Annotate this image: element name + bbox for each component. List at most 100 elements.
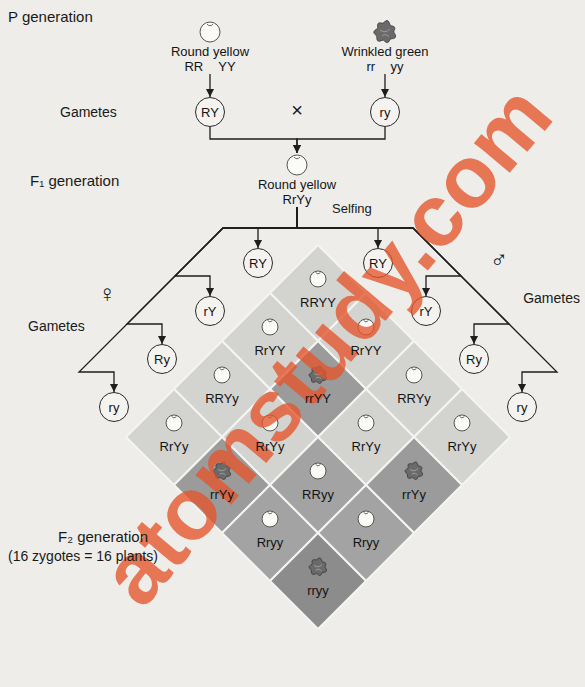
gamete-label: ry (517, 400, 528, 415)
cross-symbol: × (291, 99, 303, 122)
pea-icon (309, 558, 327, 576)
round-pea (406, 367, 422, 383)
gamete-label: RY (201, 105, 219, 120)
connector-arrow (210, 127, 297, 153)
pea-seed-node: Wrinkled greenrr yy (341, 20, 428, 74)
pea-illustration (197, 20, 223, 44)
gamete-label: rY (420, 304, 433, 319)
gamete-circle: RY (243, 248, 273, 278)
gamete-label: RY (249, 256, 267, 271)
pea-hilum (268, 321, 273, 322)
pea-icon (262, 511, 278, 527)
male-symbol: ♂ (490, 246, 508, 274)
round-pea (262, 511, 278, 527)
genotype-label: RRYY (300, 295, 336, 310)
pea-hilum (207, 24, 213, 26)
pea-icon (454, 415, 470, 431)
pea-wrinkle (314, 565, 322, 571)
gamete-circle: rY (195, 296, 225, 326)
pea-illustration (284, 153, 310, 177)
genotype-label: RR YY (184, 59, 235, 74)
gamete-label: ry (380, 105, 391, 120)
gametes-label: Gametes (28, 318, 85, 334)
genotype-label: RrYY (254, 343, 285, 358)
genotype-label: Rryy (353, 535, 380, 550)
cell-diamond (270, 533, 366, 629)
pea-icon (358, 415, 374, 431)
round-pea (287, 155, 307, 175)
round-pea (358, 511, 374, 527)
connector-arrow (384, 74, 385, 97)
genotype-label: rryy (307, 583, 329, 598)
gamete-circle: ry (99, 392, 129, 422)
pea-icon (200, 22, 220, 42)
pea-hilum (172, 417, 177, 418)
pea-icon (214, 367, 230, 383)
pea-seed-node: Round yellowRrYy (258, 153, 336, 207)
wrinkled-pea (405, 462, 423, 480)
gamete-circle: ry (370, 97, 400, 127)
genotype-label: RRyy (302, 487, 334, 502)
zygote-count-note: (16 zygotes = 16 plants) (8, 548, 158, 564)
round-pea (214, 367, 230, 383)
phenotype-label: Round yellow (171, 44, 249, 59)
cell-diamond-shape (270, 533, 366, 629)
gamete-label: RY (369, 256, 387, 271)
round-pea (358, 415, 374, 431)
gamete-circle: RY (195, 97, 225, 127)
wrinkled-pea (309, 558, 327, 576)
generation-label: F₁ generation (30, 172, 119, 189)
zygote-cell: rryy (270, 533, 366, 629)
wrinkled-pea (374, 21, 396, 43)
genotype-label: rrYy (210, 487, 234, 502)
round-pea (200, 22, 220, 42)
generation-label: P generation (8, 8, 93, 25)
connector-arrow (175, 207, 297, 296)
pea-hilum (316, 465, 321, 466)
pea-wrinkle (380, 29, 390, 37)
pea-hilum (294, 157, 300, 159)
pea-icon (310, 463, 326, 479)
pea-wrinkle (410, 469, 418, 475)
genotype-label: rrYY (305, 391, 331, 406)
genotype-label: RrYy (352, 439, 381, 454)
connector-arrow (209, 74, 210, 97)
genotype-label: RrYy (160, 439, 189, 454)
genotype-label: rr yy (367, 59, 404, 74)
pea-icon (358, 511, 374, 527)
pea-hilum (412, 369, 417, 370)
genotype-label: RrYy (256, 439, 285, 454)
genotype-label: RrYY (350, 343, 381, 358)
gamete-circle: ry (507, 392, 537, 422)
pea-hilum (220, 369, 225, 370)
pea-icon (405, 462, 423, 480)
pea-hilum (364, 513, 369, 514)
genotype-label: rrYy (402, 487, 426, 502)
genotype-label: Rryy (257, 535, 284, 550)
pea-illustration (372, 20, 398, 44)
pea-icon (166, 415, 182, 431)
phenotype-label: Wrinkled green (341, 44, 428, 59)
genotype-label: RRYy (397, 391, 431, 406)
genotype-label: RRYy (205, 391, 239, 406)
gamete-label: ry (109, 400, 120, 415)
gametes-label: Gametes (60, 104, 117, 120)
pea-icon (287, 155, 307, 175)
gamete-label: Ry (466, 352, 482, 367)
pea-icon (406, 367, 422, 383)
genotype-label: RrYy (283, 192, 312, 207)
pea-hilum (460, 417, 465, 418)
gametes-label: Gametes (523, 290, 580, 306)
gamete-circle: Ry (147, 344, 177, 374)
connector-arrow (297, 127, 385, 153)
phenotype-label: Round yellow (258, 177, 336, 192)
genotype-label: RrYy (448, 439, 477, 454)
female-symbol: ♀ (98, 280, 116, 308)
round-pea (310, 463, 326, 479)
pea-hilum (268, 513, 273, 514)
gamete-label: rY (204, 304, 217, 319)
generation-label: F₂ generation (58, 528, 148, 545)
selfing-label: Selfing (332, 202, 372, 217)
gamete-circle: Ry (459, 344, 489, 374)
